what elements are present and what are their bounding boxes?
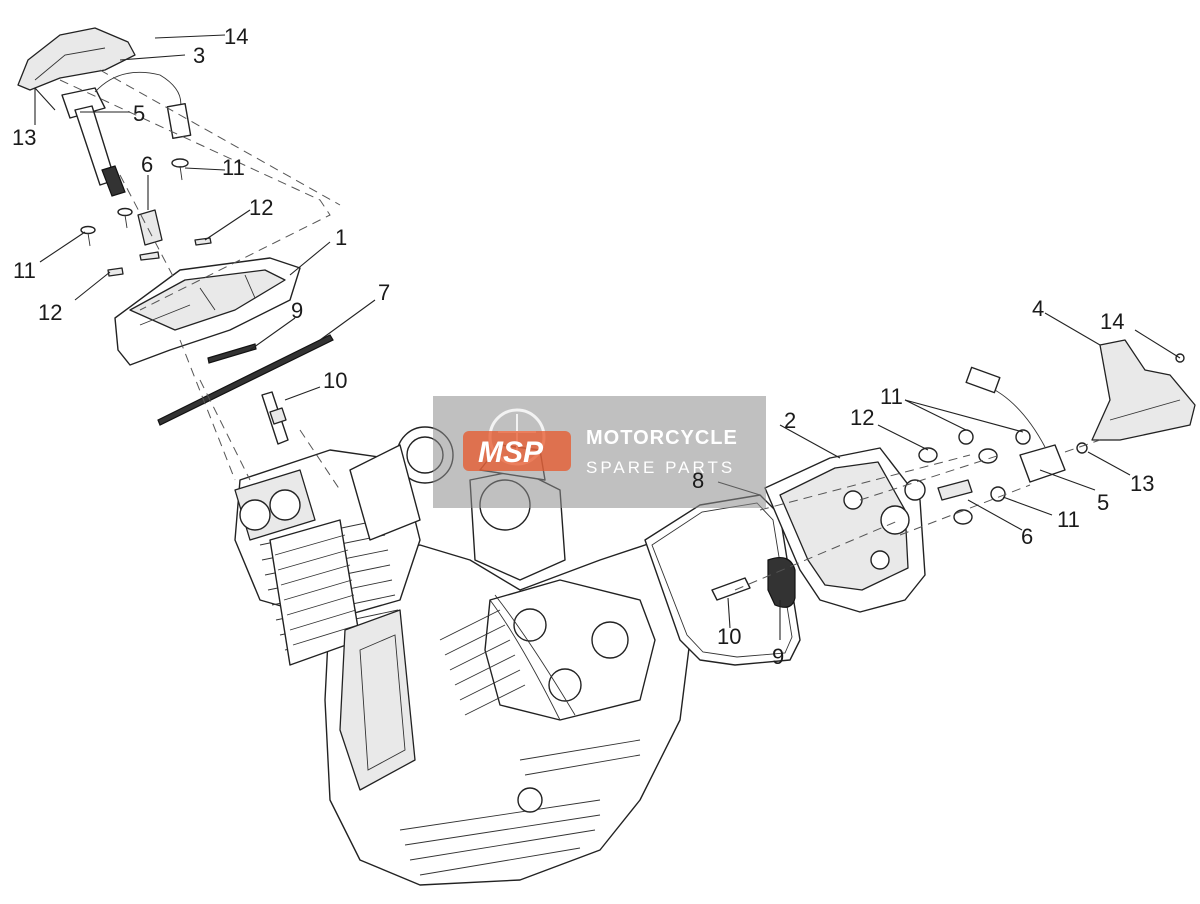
callout-10-right: 10 <box>717 624 741 649</box>
right-coil-cover-group <box>644 339 1196 666</box>
left-assembly-lines <box>59 69 341 491</box>
right-assembly-lines <box>734 439 1101 591</box>
part-5-ignition-coil-right <box>965 366 1066 483</box>
watermark-logo-text: MSP <box>478 436 544 469</box>
part-9-seal <box>207 343 257 364</box>
callout-11-left: 11 <box>13 258 36 283</box>
part-5-ignition-coil <box>61 71 192 197</box>
watermark: MSP MOTORCYCLE SPARE PARTS <box>433 396 766 508</box>
callout-2: 2 <box>784 408 796 433</box>
callout-11-right-bottom: 11 <box>1057 507 1080 532</box>
callout-13-left: 13 <box>12 125 36 150</box>
callout-12-top: 12 <box>249 195 273 220</box>
leader-lines <box>34 34 1181 640</box>
part-3-coil-cover <box>17 27 136 91</box>
callout-5-left: 5 <box>133 101 145 126</box>
callout-5-right: 5 <box>1097 490 1109 515</box>
callout-14-top: 14 <box>224 24 248 49</box>
part-11-screws-right <box>958 429 1031 502</box>
callout-11-right-top: 11 <box>880 384 903 409</box>
callout-9-right: 9 <box>772 644 784 669</box>
left-coil-cover-group <box>17 27 334 445</box>
part-4-coil-cover <box>1091 339 1196 441</box>
part-10-spark-plug-right <box>711 577 751 601</box>
callout-8: 8 <box>692 468 704 493</box>
part-1-head-cover <box>114 257 301 366</box>
part-10-spark-plug <box>261 391 289 445</box>
part-11-screws <box>80 158 189 247</box>
callout-3: 3 <box>193 43 205 68</box>
part-6-bracket <box>137 209 163 246</box>
watermark-line2: SPARE PARTS <box>586 458 735 477</box>
callout-12-right: 12 <box>850 405 874 430</box>
callout-7: 7 <box>378 280 390 305</box>
callout-6-left: 6 <box>141 152 153 177</box>
part-2-head-cover <box>764 447 926 613</box>
callout-10-left: 10 <box>323 368 347 393</box>
part-7-gasket <box>157 334 334 426</box>
callout-6-right: 6 <box>1021 524 1033 549</box>
watermark-logo-icon: MSP <box>463 408 571 471</box>
callout-labels: 14 3 13 5 6 11 12 1 11 12 9 7 10 4 14 2 … <box>12 24 1154 669</box>
watermark-line1: MOTORCYCLE <box>586 427 738 449</box>
part-6-bracket-right <box>937 479 973 501</box>
callout-12-left: 12 <box>38 300 62 325</box>
part-12-washers <box>107 237 212 277</box>
callout-1: 1 <box>335 225 347 250</box>
callout-14-right: 14 <box>1100 309 1124 334</box>
callout-13-right: 13 <box>1130 471 1154 496</box>
callout-4: 4 <box>1032 296 1044 321</box>
callout-9-left: 9 <box>291 298 303 323</box>
part-9-plug-seal <box>767 557 796 608</box>
callout-11-top: 11 <box>222 155 245 180</box>
